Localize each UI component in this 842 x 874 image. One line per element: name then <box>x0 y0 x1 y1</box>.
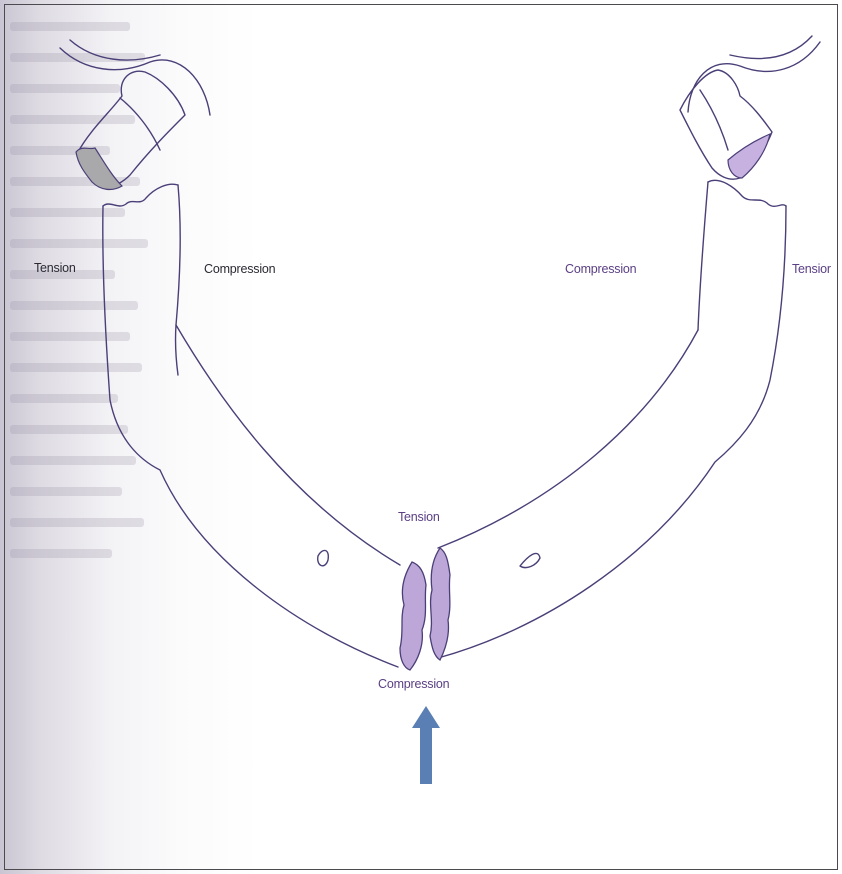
label-compression-right: Compression <box>565 262 636 276</box>
right-ramus-inner-line <box>698 182 708 330</box>
force-arrow-icon <box>412 706 440 784</box>
label-tension-right: Tensior <box>792 262 831 276</box>
left-condyle-fracture-fill <box>76 148 122 189</box>
label-compression-center: Compression <box>378 677 449 691</box>
label-tension-left: Tension <box>34 261 76 275</box>
right-mental-foramen-mark <box>520 553 540 567</box>
right-condyle-inner-line <box>700 90 728 150</box>
right-ramus-top-notch <box>708 180 786 206</box>
label-tension-center: Tension <box>398 510 440 524</box>
right-body-upper-line <box>438 330 698 548</box>
left-body-upper-line <box>176 325 400 565</box>
left-mental-foramen-mark <box>318 550 329 565</box>
left-ramus-inner-line <box>176 185 181 375</box>
left-fossa-inner-curve <box>70 40 160 60</box>
fracture-fragment-right <box>430 548 450 660</box>
left-condyle-inner-line <box>120 98 160 150</box>
fracture-fragment-left <box>400 562 426 670</box>
label-compression-left: Compression <box>204 262 275 276</box>
right-fossa-inner-curve <box>730 36 812 59</box>
left-skull-base-outline <box>60 48 210 115</box>
right-condyle-fracture-fill <box>728 134 770 178</box>
